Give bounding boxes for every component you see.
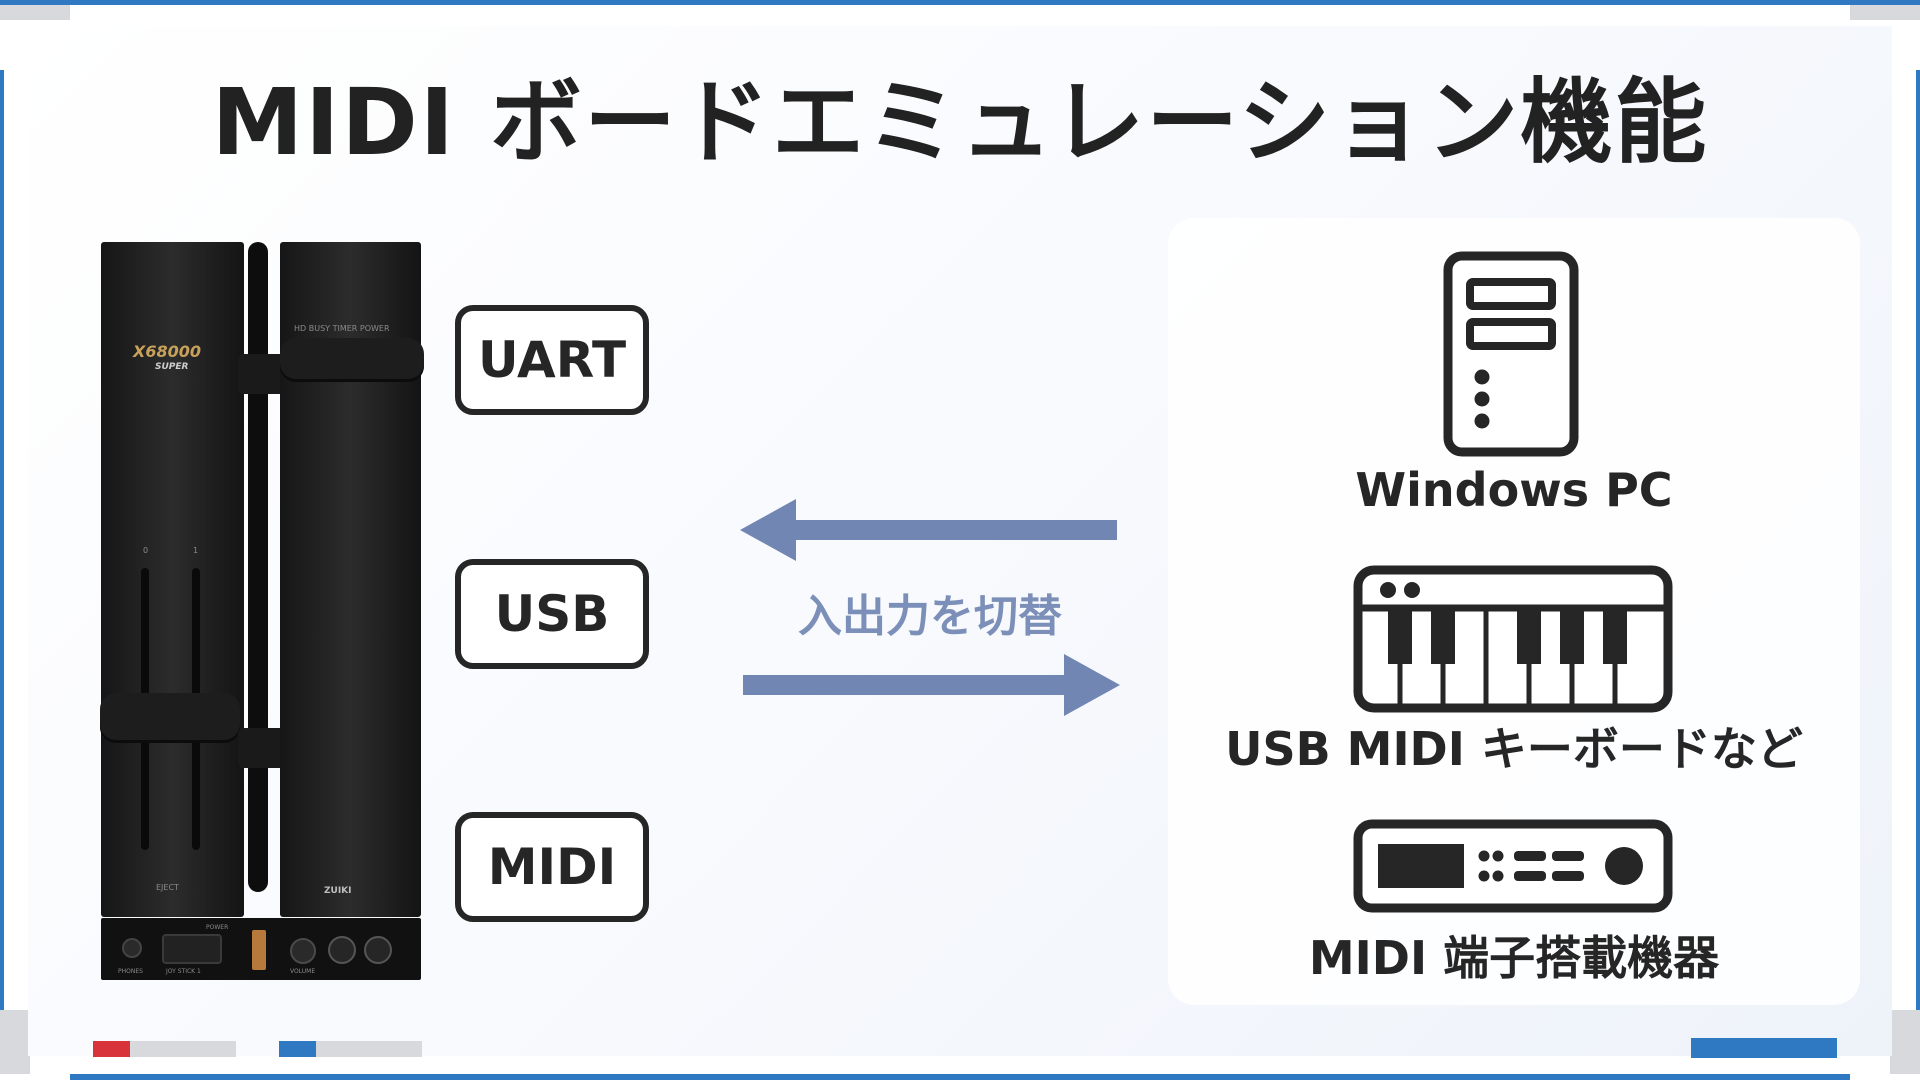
din-port-1 bbox=[328, 936, 356, 964]
progress-bar-red-fill bbox=[93, 1041, 131, 1057]
x68000-computer-image: X68000 SUPER 0 1 EJECT HD BUSY TIMER POW… bbox=[96, 238, 426, 983]
volume-knob bbox=[290, 938, 316, 964]
progress-bar-blue bbox=[279, 1041, 422, 1057]
target-label-windows-pc: Windows PC bbox=[1355, 463, 1673, 517]
eject-label: EJECT bbox=[156, 883, 179, 892]
progress-bar-blue-fill bbox=[279, 1041, 317, 1057]
port-label-joystick: JOY STICK 1 bbox=[166, 968, 201, 975]
usb-box: USB bbox=[455, 559, 649, 669]
frame-left-border bbox=[0, 70, 4, 1010]
handle-left bbox=[100, 693, 240, 743]
frame-top-border bbox=[0, 0, 1920, 5]
handle-right bbox=[280, 338, 424, 382]
x68000-logo-sub: SUPER bbox=[155, 362, 189, 372]
x68000-logo: X68000 bbox=[133, 342, 201, 361]
arrow-right-icon bbox=[743, 654, 1120, 716]
zuiki-brand: ZUIKI bbox=[324, 886, 352, 896]
uart-box: UART bbox=[455, 305, 649, 415]
frame-right-border bbox=[1916, 70, 1920, 1010]
frame-corner-tl bbox=[0, 5, 70, 20]
din-port-2 bbox=[364, 936, 392, 964]
port-label-phones: PHONES bbox=[118, 968, 143, 975]
accent-tab bbox=[1691, 1038, 1837, 1058]
midi-box: MIDI bbox=[455, 812, 649, 922]
frame-corner-bl bbox=[0, 1010, 30, 1074]
port-label-power: POWER bbox=[206, 924, 229, 931]
left-tower bbox=[101, 242, 244, 917]
slide-title: MIDI ボードエミュレーション機能 bbox=[211, 69, 1709, 176]
progress-bar-red bbox=[93, 1041, 236, 1057]
slot-number-0: 0 bbox=[143, 546, 149, 555]
pc-tower-icon bbox=[1443, 251, 1579, 457]
piano-keyboard-icon bbox=[1353, 565, 1673, 713]
port-label-volume: VOLUME bbox=[290, 968, 316, 975]
frame-corner-br bbox=[1890, 1010, 1920, 1074]
frame-bottom-border bbox=[70, 1074, 1850, 1080]
center-pole bbox=[248, 242, 268, 892]
midi-device-icon bbox=[1353, 819, 1673, 913]
arrow-left-icon bbox=[740, 499, 1117, 561]
target-label-midi-device: MIDI 端子搭載機器 bbox=[1308, 931, 1720, 985]
indicator-labels: HD BUSY TIMER POWER bbox=[294, 324, 390, 333]
frame-corner-tr bbox=[1850, 5, 1920, 20]
switch-io-label: 入出力を切替 bbox=[798, 591, 1062, 642]
power-switch bbox=[252, 930, 266, 970]
target-label-usb-midi-keyboard: USB MIDI キーボードなど bbox=[1225, 722, 1803, 776]
joystick-port bbox=[162, 934, 222, 964]
slot-number-1: 1 bbox=[193, 546, 199, 555]
headphone-port bbox=[122, 938, 142, 958]
